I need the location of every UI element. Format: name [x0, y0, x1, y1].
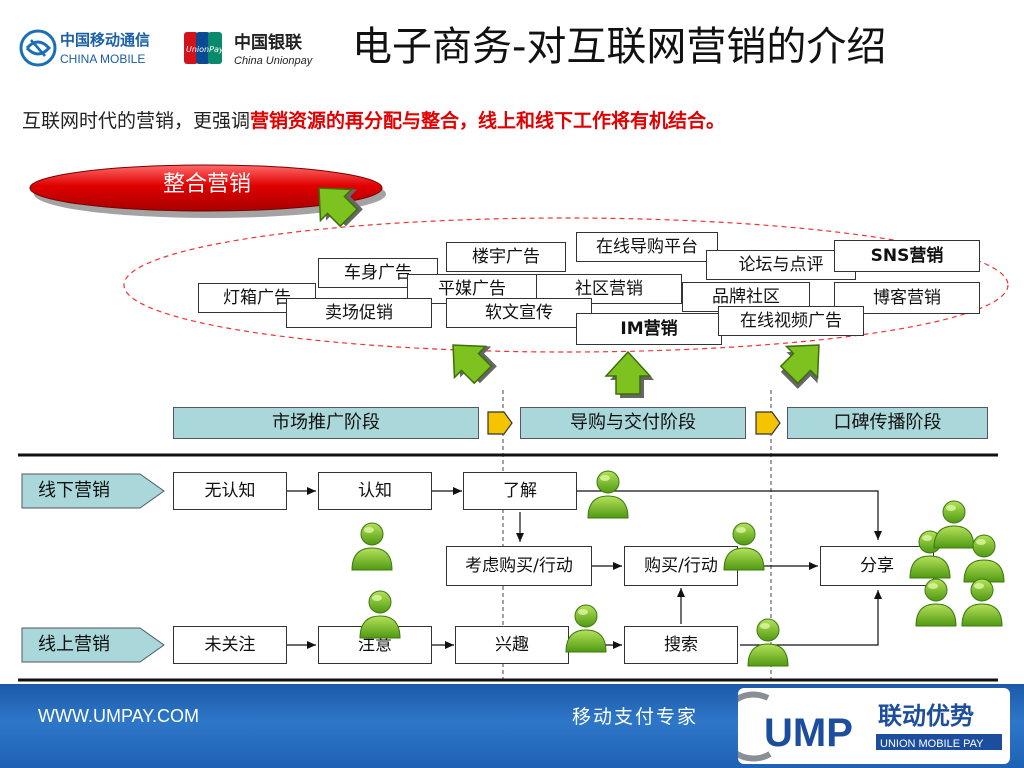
step-search: 搜索	[624, 626, 738, 664]
svg-text:China Unionpay: China Unionpay	[234, 55, 314, 67]
step-attention: 注意	[318, 626, 432, 664]
stage-word-of-mouth: 口碑传播阶段	[787, 407, 988, 439]
badge-ellipse	[29, 164, 383, 212]
row-label-offline: 线下营销	[38, 480, 110, 501]
row-label-online: 线上营销	[38, 634, 110, 655]
channel-im-marketing: IM营销	[576, 313, 722, 345]
green-arrow-icon	[604, 350, 654, 398]
channel-building-ad: 楼宇广告	[446, 242, 566, 272]
step-share: 分享	[820, 546, 934, 586]
offline-label-shape	[21, 473, 165, 509]
step-no-awareness: 无认知	[173, 472, 287, 510]
unionpay-logo: UnionPay 中国银联 China Unionpay	[184, 32, 314, 67]
footer-slogan: 移动支付专家	[572, 706, 699, 728]
integrated-marketing-badge: 整合营销	[162, 172, 251, 197]
channel-bus-ad: 车身广告	[318, 258, 438, 288]
svg-text:UMP: UMP	[764, 711, 853, 755]
ump-logo: UMP 联动优势 UNION MOBILE PAY	[738, 688, 1010, 764]
subtitle-plain: 互联网时代的营销，更强调	[22, 110, 251, 132]
subtitle-highlight: 营销资源的再分配与整合，线上和线下工作将有机结合。	[250, 110, 726, 132]
step-awareness: 认知	[318, 472, 432, 510]
step-understanding: 了解	[463, 472, 577, 510]
channel-soft-article: 软文宣传	[446, 298, 592, 328]
svg-text:中国银联: 中国银联	[234, 32, 302, 53]
channel-store-promo: 卖场促销	[286, 298, 432, 328]
page-title: 电子商务-对互联网营销的介绍	[352, 24, 887, 70]
yellow-arrow-icon	[487, 411, 513, 435]
stage-guide-delivery: 导购与交付阶段	[520, 407, 746, 439]
channel-forum-review: 论坛与点评	[706, 250, 856, 280]
channel-sns-marketing: SNS营销	[834, 240, 980, 272]
svg-text:UnionPay: UnionPay	[186, 45, 224, 54]
svg-text:联动优势: 联动优势	[878, 702, 974, 730]
step-consider-purchase: 考虑购买/行动	[446, 546, 592, 586]
svg-text:中国移动通信: 中国移动通信	[60, 31, 150, 49]
green-arrow-icon	[318, 187, 363, 228]
flow-arrow	[740, 590, 882, 646]
yellow-arrow-icon	[755, 411, 781, 435]
green-arrow-icon	[779, 344, 820, 389]
step-no-attention: 未关注	[173, 626, 287, 664]
online-label-shape	[21, 627, 165, 663]
stage-market-promotion: 市场推广阶段	[173, 407, 479, 439]
channel-group-ellipse	[123, 217, 1009, 353]
svg-text:UNION MOBILE PAY: UNION MOBILE PAY	[880, 738, 984, 750]
footer-url: WWW.UMPAY.COM	[38, 706, 199, 726]
green-arrow-icon	[452, 344, 497, 385]
channel-shopping-guide: 在线导购平台	[576, 232, 718, 262]
step-purchase: 购买/行动	[624, 546, 738, 586]
svg-text:CHINA MOBILE: CHINA MOBILE	[60, 52, 145, 66]
china-mobile-logo: 中国移动通信 CHINA MOBILE	[19, 29, 150, 67]
flow-arrow	[576, 490, 882, 540]
channel-online-video-ad: 在线视频广告	[718, 306, 864, 336]
page-subtitle: 互联网时代的营销，更强调营销资源的再分配与整合，线上和线下工作将有机结合。	[22, 106, 725, 133]
step-interest: 兴趣	[455, 626, 569, 664]
